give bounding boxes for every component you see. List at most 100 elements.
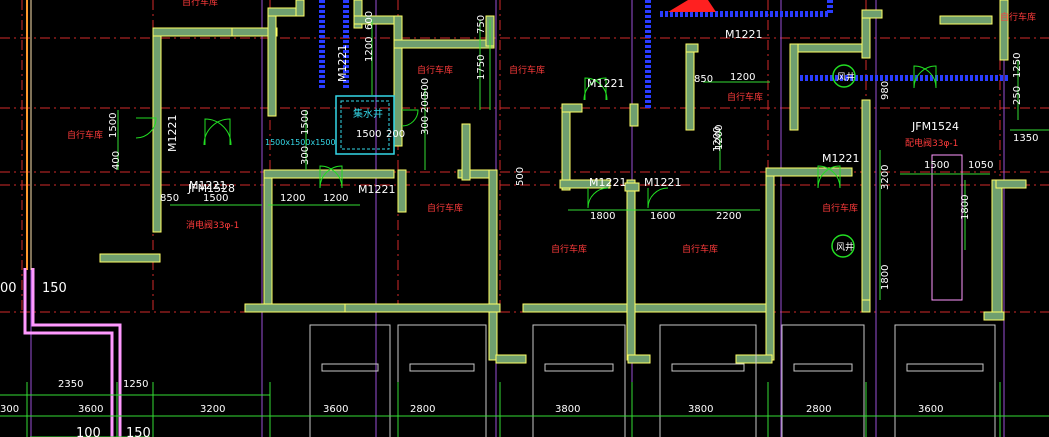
wall-segment	[393, 15, 403, 147]
wall-segment	[627, 354, 651, 364]
garage-door-panel	[793, 363, 853, 372]
dim-number: 1800	[880, 265, 891, 290]
wall-segment	[797, 43, 869, 53]
dim-number: 750	[476, 15, 487, 34]
garage-bay	[894, 324, 996, 437]
wall-segment	[939, 15, 993, 25]
wall-segment	[263, 169, 395, 179]
wall-segment	[861, 299, 871, 313]
wall-segment	[231, 27, 278, 37]
dim-number: 1200	[730, 72, 755, 83]
red-marker	[668, 0, 716, 12]
dim-number: 1200	[714, 125, 725, 150]
garage-bay	[659, 324, 757, 437]
dim-number: 850	[160, 193, 179, 204]
dim-number: 500	[515, 167, 526, 186]
wall-segment	[861, 9, 883, 19]
wall-segment	[344, 303, 501, 313]
bottom-dim-2: 3800	[688, 404, 713, 415]
door-swing	[913, 65, 937, 89]
wall-segment	[626, 179, 636, 361]
wall-segment	[263, 169, 273, 313]
door-tag-vertical: M1221	[336, 45, 349, 83]
bottom-dim-2: 3600	[323, 404, 348, 415]
dim-number: 1500	[203, 193, 228, 204]
door-swing	[319, 165, 343, 189]
dim-number: 1500	[108, 113, 119, 138]
door-tag-vertical: M1221	[166, 115, 179, 153]
door-tags-vertical: M1221 M1221	[166, 45, 349, 153]
garage-bay	[309, 324, 391, 437]
wall-segment	[765, 167, 853, 177]
dim-number: 1200	[323, 193, 348, 204]
room-label: 自行车库	[822, 202, 858, 214]
valve-note-a: 消电阀33φ-1	[186, 219, 239, 231]
wall-segment	[983, 311, 1005, 321]
wall-segment	[559, 179, 611, 189]
garage-door-panel	[544, 363, 614, 372]
wall-segment	[629, 103, 639, 127]
wall-segment	[461, 123, 471, 181]
dim-number: 2200	[716, 211, 741, 222]
door-tag: M1221	[822, 152, 860, 165]
door-swing	[135, 117, 157, 139]
wall-segment	[685, 43, 699, 53]
dim-number: 1500	[356, 129, 381, 140]
door-tag: M1221	[589, 176, 627, 189]
door-tag: M1221	[644, 176, 682, 189]
sump-pit-name: 集水井	[353, 107, 383, 120]
wall-segment	[152, 27, 234, 37]
blue-duct-top	[645, 0, 1010, 110]
bottom-dim-2: 2800	[410, 404, 435, 415]
room-label: 自行车库	[182, 0, 218, 8]
bottom-dim-2: 2800	[806, 404, 831, 415]
dim-number: 850	[694, 74, 713, 85]
dimension-lines	[0, 20, 1049, 437]
dim-number: 1350	[1013, 133, 1038, 144]
dim-number: 300	[300, 146, 311, 165]
blue-duct-left	[319, 0, 349, 90]
dim-number: 1200	[712, 127, 723, 152]
dim-number: 1200	[364, 37, 375, 62]
shaft-label-2: 风井	[836, 241, 854, 253]
door-swing	[583, 77, 607, 101]
pink-pipe	[23, 268, 122, 437]
room-label: 自行车库	[67, 129, 103, 141]
room-labels: 自行车库 自行车库 自行车库 自行车库 自行车库 自行车库 自行车库 自行车库 …	[67, 0, 1036, 255]
wall-segment	[99, 253, 161, 263]
bottom-dim-1: 2350	[58, 379, 83, 390]
shaft-label-1: 风井	[837, 71, 855, 83]
room-label: 自行车库	[727, 91, 763, 103]
door-swing	[817, 165, 841, 189]
bottom-dim-1: 1250	[123, 379, 148, 390]
vent-shaft-2: 风井	[831, 234, 855, 258]
door-tags: M1221 M1221 M1221 M1221 M1221 M1221 M122…	[187, 28, 959, 196]
wall-segment	[353, 0, 363, 29]
dim-number: 1050	[968, 160, 993, 171]
door-swing	[401, 109, 419, 127]
door-swing	[203, 118, 231, 146]
bottom-dim-3: 100	[76, 426, 101, 437]
bottom-dim-3: 150	[126, 426, 151, 437]
bottom-dim-2: 3800	[555, 404, 580, 415]
wall-segment	[624, 182, 640, 192]
dim-number: 250	[1012, 86, 1023, 105]
wall-segment	[295, 0, 305, 17]
dim-number: 600	[364, 11, 375, 30]
dim-number: 1800	[960, 195, 971, 220]
valve-note-b: 配电阀33φ-1	[905, 137, 958, 149]
dim-number: 1200	[280, 193, 305, 204]
door-tag: M1221	[189, 179, 227, 192]
room-label: 自行车库	[427, 202, 463, 214]
room-label: 自行车库	[1000, 11, 1036, 23]
door-swings	[135, 65, 937, 209]
garage-door-panel	[906, 363, 984, 372]
wall-segment	[397, 169, 407, 213]
dim-number: 1500	[300, 110, 311, 135]
garage-bay	[397, 324, 487, 437]
door-swing	[584, 77, 608, 101]
bottom-dim-2: 300	[0, 404, 19, 415]
door-tag: JFM1528	[187, 182, 235, 195]
